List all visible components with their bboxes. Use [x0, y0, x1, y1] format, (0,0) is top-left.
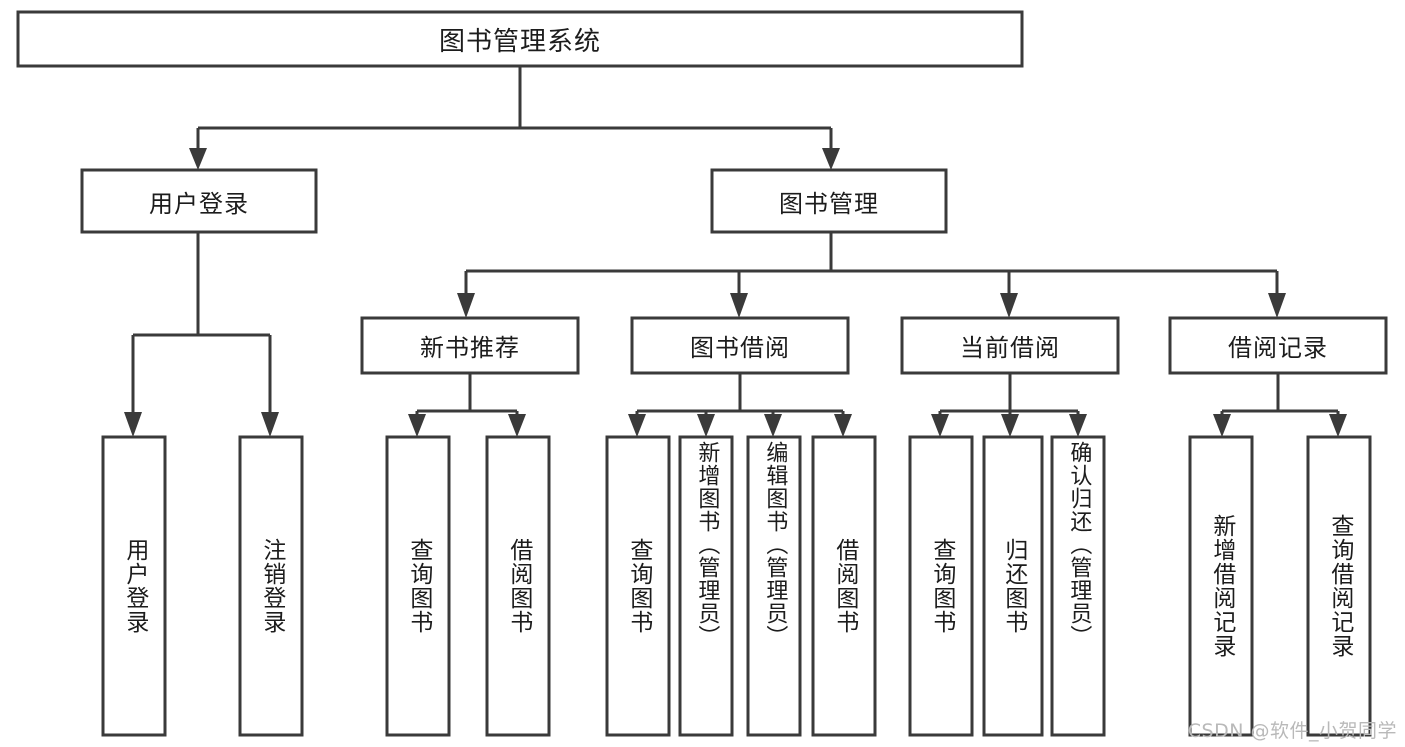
leaf-box-return-book[interactable] [982, 435, 1044, 737]
leaf-box-add-book-admin[interactable] [678, 435, 734, 737]
arrowhead-root-to-user-login [189, 148, 207, 170]
arrowhead-current-borrow-leaf-1 [931, 414, 949, 437]
node-new-book-box[interactable] [360, 316, 580, 375]
arrowhead-root-to-book-mgmt [822, 148, 840, 170]
arrowhead-book-borrow-leaf-4 [834, 414, 852, 437]
leaf-box-query-book-new[interactable] [385, 435, 451, 737]
arrowhead-new-book-leaf-1 [408, 414, 426, 437]
arrowhead-borrow-record-leaf-1 [1213, 414, 1231, 437]
arrowhead-level3-new-book [457, 293, 475, 318]
arrowhead-book-borrow-leaf-2 [697, 414, 715, 437]
leaf-box-confirm-return-admin[interactable] [1050, 435, 1106, 737]
csdn-watermark: CSDN @软件_小贺同学 [1187, 720, 1397, 742]
node-user-login-box[interactable] [80, 168, 318, 234]
leaf-box-borrow-book-new[interactable] [485, 435, 551, 737]
arrowhead-current-borrow-leaf-3 [1069, 414, 1087, 437]
arrowhead-new-book-leaf-2 [508, 414, 526, 437]
arrowhead-level3-borrow [730, 293, 748, 318]
leaf-box-add-borrow-record[interactable] [1188, 435, 1254, 737]
node-root-box[interactable] [16, 10, 1024, 68]
leaf-box-query-book-current[interactable] [908, 435, 974, 737]
leaf-box-query-book-borrow[interactable] [605, 435, 671, 737]
arrowhead-current-borrow-leaf-2 [1001, 414, 1019, 437]
arrowhead-level3-record [1268, 293, 1286, 318]
leaf-box-logout[interactable] [238, 435, 304, 737]
node-current-borrow-box[interactable] [900, 316, 1120, 375]
node-book-mgmt-box[interactable] [710, 168, 948, 234]
arrowhead-borrow-record-leaf-2 [1329, 414, 1347, 437]
arrowhead-level3-current [1000, 293, 1018, 318]
leaf-box-user-login[interactable] [101, 435, 167, 737]
leaf-box-edit-book-admin[interactable] [746, 435, 802, 737]
leaf-box-borrow-book[interactable] [811, 435, 877, 737]
arrowhead-user-login-leaf-1 [124, 412, 142, 437]
arrowhead-book-borrow-leaf-3 [764, 414, 782, 437]
arrowhead-user-login-leaf-2 [261, 412, 279, 437]
arrowhead-book-borrow-leaf-1 [628, 414, 646, 437]
leaf-box-query-borrow-record[interactable] [1306, 435, 1372, 737]
node-book-borrow-box[interactable] [630, 316, 850, 375]
node-borrow-record-box[interactable] [1168, 316, 1388, 375]
